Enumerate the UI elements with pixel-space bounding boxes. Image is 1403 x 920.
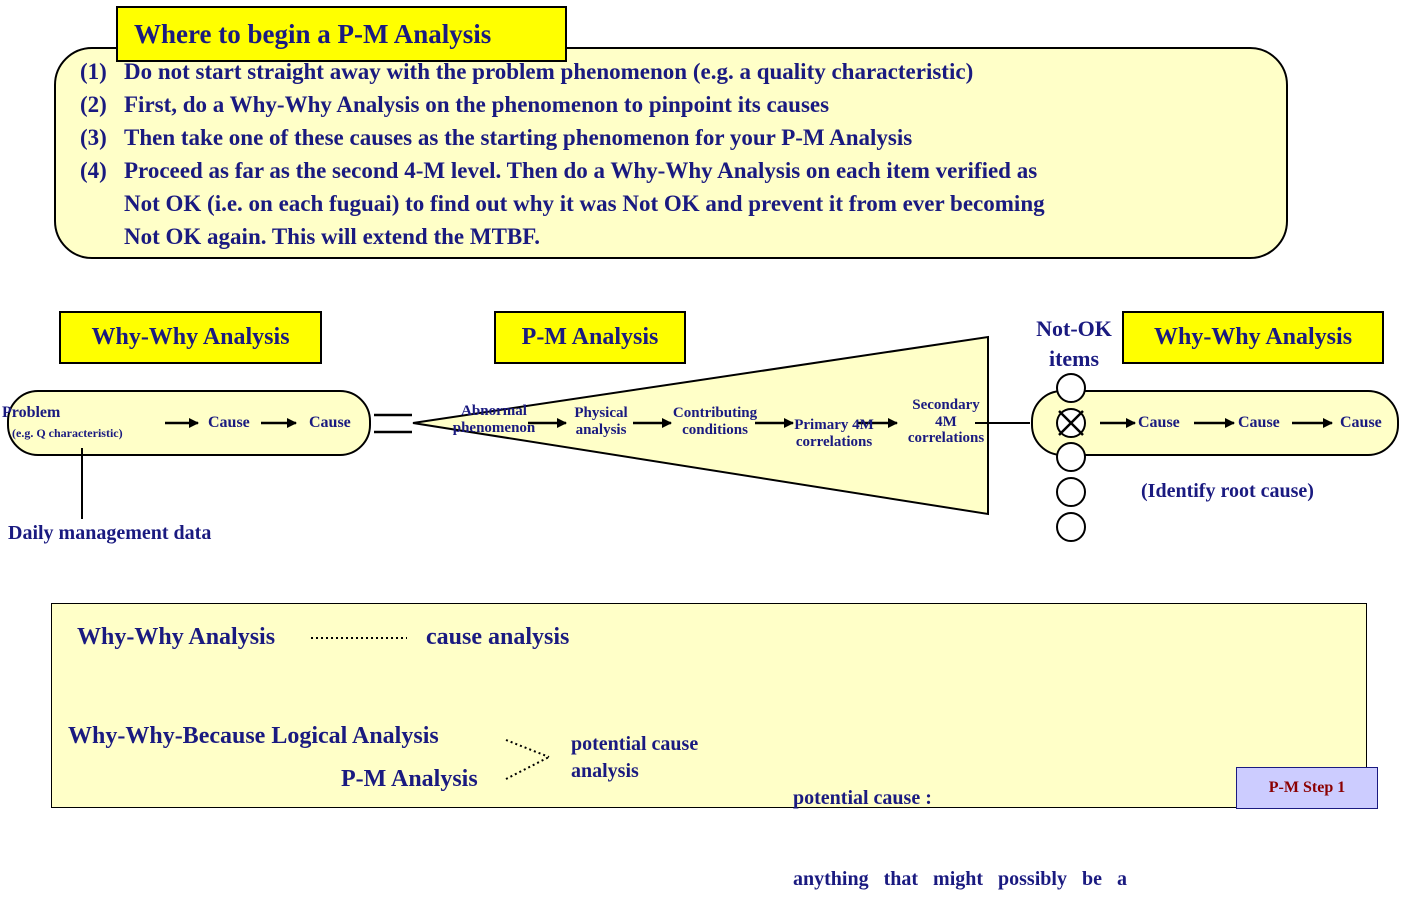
secondary-line-1: Secondary bbox=[912, 397, 980, 413]
not-ok-circle bbox=[1056, 442, 1086, 472]
cause-node: Cause bbox=[208, 414, 250, 431]
note-line-2: anything that might possibly be a bbox=[793, 868, 1127, 890]
secondary-4m-correlations: Secondary 4M correlations bbox=[898, 397, 994, 447]
def-potential-cause-note: potential cause : anything that might po… bbox=[793, 731, 1127, 920]
primary-line-1: Primary 4M bbox=[794, 417, 874, 433]
def-why-why-term: Why-Why Analysis bbox=[77, 624, 276, 650]
cause-node: Cause bbox=[1138, 414, 1180, 431]
contributing-line-1: Contributing bbox=[672, 405, 758, 421]
primary-line-2: correlations bbox=[795, 433, 873, 450]
cause-node: Cause bbox=[1340, 414, 1382, 431]
step-3: (3) Then take one of these causes as the … bbox=[80, 122, 912, 154]
not-ok-line-1: Not-OK bbox=[1036, 316, 1112, 341]
def-why-why-because-term: Why-Why-Because Logical Analysis bbox=[68, 723, 439, 749]
step-number: (4) bbox=[80, 158, 107, 183]
step-badge: P-M Step 1 bbox=[1236, 767, 1378, 809]
cause-node: Cause bbox=[1238, 414, 1280, 431]
secondary-line-2: 4M bbox=[935, 413, 957, 430]
secondary-line-3: correlations bbox=[907, 430, 985, 446]
step-number: (2) bbox=[80, 92, 107, 117]
physical-line-2: analysis bbox=[575, 421, 627, 438]
daily-management-data: Daily management data bbox=[8, 522, 212, 544]
identify-root-cause: (Identify root cause) bbox=[1141, 480, 1314, 502]
step-text: Do not start straight away with the prob… bbox=[124, 59, 974, 84]
physical-line-1: Physical bbox=[574, 405, 628, 421]
potential-line-2: analysis bbox=[571, 760, 639, 782]
why-why-label-left: Why-Why Analysis bbox=[59, 311, 322, 364]
step-4-line-3: Not OK again. This will extend the MTBF. bbox=[124, 224, 540, 249]
def-potential-cause-analysis: potential cause analysis bbox=[571, 731, 698, 785]
step-number: (1) bbox=[80, 59, 107, 84]
flow-diagram bbox=[7, 335, 1399, 542]
abnormal-line-1: Abnormal bbox=[461, 403, 527, 419]
not-ok-circle bbox=[1056, 512, 1086, 542]
step-number: (3) bbox=[80, 125, 107, 150]
step-4-line-2: Not OK (i.e. on each fuguai) to find out… bbox=[124, 191, 1045, 216]
not-ok-circle bbox=[1056, 477, 1086, 507]
step-text: Then take one of these causes as the sta… bbox=[124, 125, 913, 150]
problem-label: Problem bbox=[2, 404, 61, 421]
step-1: (1) Do not start straight away with the p… bbox=[80, 56, 973, 88]
contributing-line-2: conditions bbox=[682, 421, 748, 438]
abnormal-phenomenon: Abnormal phenomenon bbox=[442, 403, 546, 436]
step-text: Proceed as far as the second 4-M level. … bbox=[124, 158, 1038, 183]
why-why-label-right: Why-Why Analysis bbox=[1122, 311, 1384, 364]
pm-funnel bbox=[412, 335, 989, 516]
problem-sublabel: (e.g. Q characteristic) bbox=[12, 426, 123, 440]
step-2: (2) First, do a Why-Why Analysis on the p… bbox=[80, 89, 829, 121]
not-ok-line-2: items bbox=[1048, 346, 1100, 371]
primary-4m-correlations: Primary 4M correlations bbox=[784, 417, 884, 450]
not-ok-items-label: Not-OK items bbox=[1022, 314, 1126, 374]
step-4: (4) Proceed as far as the second 4-M leve… bbox=[80, 155, 1037, 187]
page-title: Where to begin a P-M Analysis bbox=[116, 6, 567, 62]
intro-panel bbox=[54, 47, 1288, 259]
note-line-1: potential cause : bbox=[793, 787, 932, 809]
physical-analysis: Physical analysis bbox=[564, 405, 638, 438]
definitions-panel bbox=[51, 603, 1367, 808]
potential-line-1: potential cause bbox=[571, 733, 699, 755]
cause-node: Cause bbox=[309, 414, 351, 431]
def-cause-analysis: cause analysis bbox=[426, 624, 570, 650]
not-ok-circle bbox=[1056, 373, 1086, 403]
contributing-conditions: Contributing conditions bbox=[664, 405, 766, 438]
step-text: First, do a Why-Why Analysis on the phen… bbox=[124, 92, 830, 117]
cross-mark-icon bbox=[1058, 410, 1084, 436]
def-pm-analysis-term: P-M Analysis bbox=[341, 766, 478, 792]
abnormal-line-2: phenomenon bbox=[452, 419, 536, 436]
pm-analysis-label: P-M Analysis bbox=[494, 311, 686, 364]
